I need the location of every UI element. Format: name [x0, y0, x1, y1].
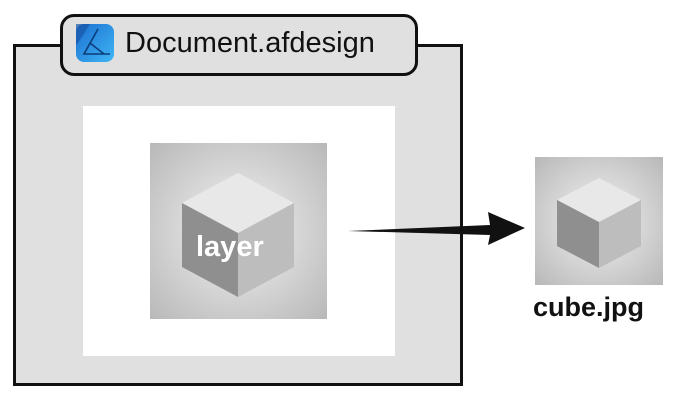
- export-cube-icon: [557, 178, 641, 268]
- export-arrow-icon: [348, 212, 525, 245]
- layer-cube-icon: [182, 173, 294, 297]
- document-title-tab: Document.afdesign: [60, 14, 418, 76]
- layer-label: layer: [196, 231, 264, 263]
- document-title: Document.afdesign: [125, 27, 375, 59]
- affinity-designer-icon: [76, 24, 114, 62]
- output-filename: cube.jpg: [533, 292, 645, 322]
